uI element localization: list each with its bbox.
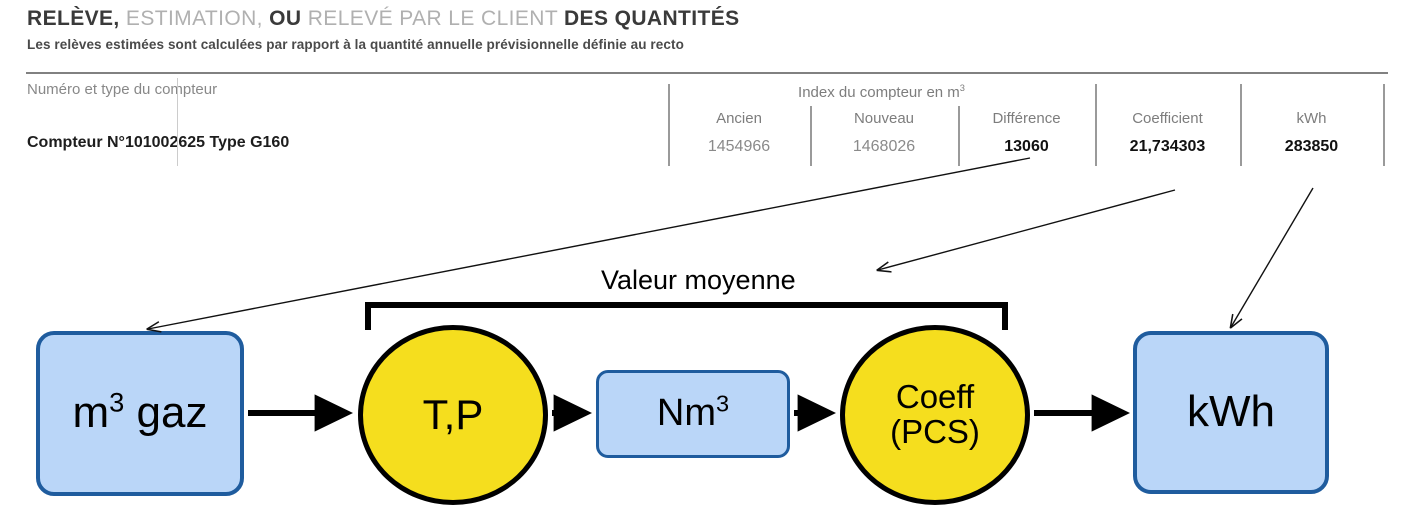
node-label-coeff-pcs: Coeff(PCS): [890, 378, 980, 450]
table-divider-faint: [177, 78, 178, 166]
title-segment-estimation: ESTIMATION,: [125, 7, 263, 30]
column-header-kwh: kWh: [1296, 110, 1327, 127]
meter-identifier: Compteur N°101002625 Type G160: [27, 134, 290, 151]
column-header-difference: Différence: [992, 110, 1061, 127]
title-segment-releve-client: RELEVÉ PAR LE CLIENT: [307, 7, 558, 30]
page-title: RELÈVE, ESTIMATION, OU RELEVÉ PAR LE CLI…: [27, 7, 740, 31]
table-group-header-sup: 3: [959, 83, 965, 93]
table-divider-2: [958, 106, 960, 166]
table-divider-1: [810, 106, 812, 166]
node-label-tp: T,P: [422, 390, 484, 438]
diagram-node-m3-gaz: m3 gaz: [36, 331, 244, 496]
column-value-coefficient: 21,734303: [1129, 138, 1206, 155]
node-label-m3-gaz: m3 gaz: [72, 386, 208, 438]
table-group-header: Index du compteur en m3: [668, 83, 1095, 101]
table-row-label: Numéro et type du compteur: [27, 81, 218, 98]
page-subtitle: Les relèves estimées sont calculées par …: [27, 37, 684, 52]
diagram-node-kwh: kWh: [1133, 331, 1329, 494]
callout-coefficient-to-coeff: [878, 189, 1176, 270]
title-segment-releve: RELÈVE,: [27, 7, 120, 30]
column-value-nouveau: 1468026: [852, 138, 916, 155]
node-label-kwh: kWh: [1187, 387, 1275, 437]
table-divider-5: [1383, 84, 1385, 166]
column-header-coefficient: Coefficient: [1132, 110, 1203, 127]
table-group-header-text: Index du compteur en m: [798, 84, 960, 101]
header-divider: [26, 72, 1388, 74]
column-value-kwh: 283850: [1284, 138, 1339, 155]
column-header-ancien: Ancien: [716, 110, 762, 127]
column-value-ancien: 1454966: [707, 138, 771, 155]
node-label-nm3: Nm3: [656, 390, 730, 435]
table-divider-4: [1240, 84, 1242, 166]
callout-index-to-m3gaz: [148, 157, 1031, 329]
diagram-node-coeff-pcs: Coeff(PCS): [840, 325, 1030, 505]
callout-kwh-to-kwh-box: [1231, 187, 1314, 327]
column-value-difference: 13060: [1004, 138, 1049, 155]
diagram-node-tp: T,P: [358, 325, 548, 505]
diagram-node-nm3: Nm3: [596, 370, 790, 458]
title-segment-ou: OU: [269, 7, 302, 30]
table-divider-0: [668, 84, 670, 166]
column-header-nouveau: Nouveau: [853, 110, 915, 127]
table-divider-3: [1095, 84, 1097, 166]
title-segment-des-quantites: DES QUANTITÉS: [563, 7, 740, 30]
bracket-label-valeur-moyenne: Valeur moyenne: [601, 265, 796, 295]
